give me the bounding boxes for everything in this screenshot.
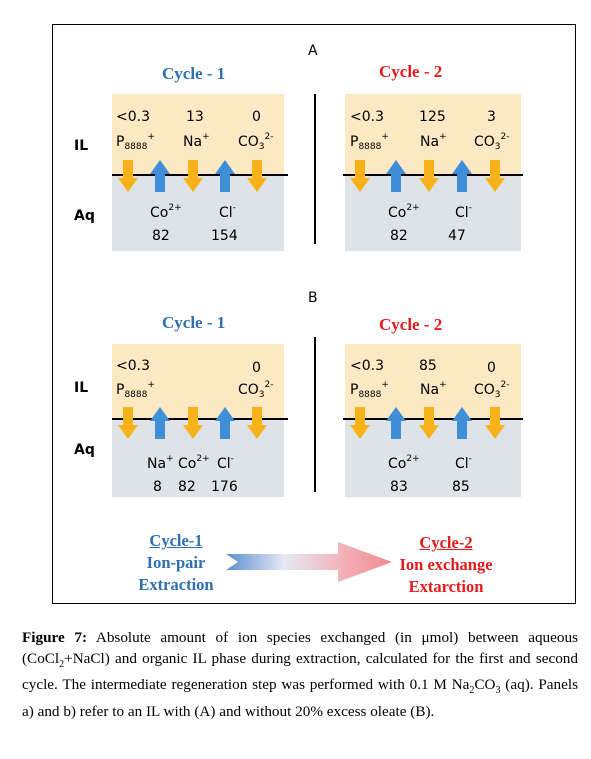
value-na-b1: 8 — [153, 479, 162, 495]
arrow-down-icon — [350, 160, 370, 192]
arrow-up-icon — [215, 160, 235, 192]
value-cl-b2: 85 — [452, 479, 470, 495]
species-co-b1: Co2+ — [178, 454, 210, 472]
row-label-aq-a: Aq — [74, 208, 95, 224]
panel-a-cycle1-title: Cycle - 1 — [162, 64, 226, 83]
value-co3-a2: 3 — [487, 109, 496, 125]
legend-cycle1-title: Cycle-1 — [149, 531, 203, 550]
species-co3-a1: CO32- — [238, 132, 274, 152]
species-p-b2: P8888+ — [350, 380, 389, 400]
arrow-up-icon — [452, 407, 472, 439]
value-co-b2: 83 — [390, 479, 408, 495]
value-co-b1: 82 — [178, 479, 196, 495]
arrow-down-icon — [118, 407, 138, 439]
arrow-down-icon — [247, 407, 267, 439]
il-phase-b2 — [345, 344, 521, 419]
species-na-a1: Na+ — [183, 132, 210, 150]
species-cl-a1: Cl- — [219, 203, 236, 221]
arrow-up-icon — [150, 407, 170, 439]
arrow-down-icon — [485, 407, 505, 439]
arrow-down-icon — [419, 160, 439, 192]
arrow-up-icon — [386, 407, 406, 439]
arrow-down-icon — [247, 160, 267, 192]
panel-label-b: B — [308, 290, 318, 306]
arrow-up-icon — [452, 160, 472, 192]
value-p-b1: <0.3 — [116, 358, 150, 374]
row-label-il-a: IL — [74, 138, 89, 154]
arrow-up-icon — [150, 160, 170, 192]
species-na-b1: Na+ — [147, 454, 174, 472]
value-cl-a2: 47 — [448, 228, 466, 244]
row-label-il-b: IL — [74, 380, 89, 396]
species-na-a2: Na+ — [420, 132, 447, 150]
legend-cycle1: Cycle-1 Ion-pair Extraction — [118, 530, 234, 596]
species-p-a2: P8888+ — [350, 132, 389, 152]
value-na-b2: 85 — [419, 358, 437, 374]
arrow-down-icon — [485, 160, 505, 192]
panel-a-cycle2-title: Cycle - 2 — [379, 62, 443, 81]
species-co-b2: Co2+ — [388, 454, 420, 472]
separator-b — [314, 337, 316, 492]
value-co3-b2: 0 — [487, 360, 496, 376]
species-cl-a2: Cl- — [455, 203, 472, 221]
legend-cycle2-line1: Ion exchange — [399, 555, 493, 574]
species-co-a1: Co2+ — [150, 203, 182, 221]
panel-b-cycle1-title: Cycle - 1 — [162, 313, 226, 332]
species-p-a1: P8888+ — [116, 132, 155, 152]
figure-frame — [52, 24, 576, 604]
arrow-up-icon — [386, 160, 406, 192]
arrow-up-icon — [215, 407, 235, 439]
legend-cycle2-title: Cycle-2 — [419, 533, 473, 552]
species-cl-b2: Cl- — [455, 454, 472, 472]
value-co3-b1: 0 — [252, 360, 261, 376]
caption-label: Figure 7: — [22, 629, 88, 646]
species-co3-b1: CO32- — [238, 380, 274, 400]
value-co-a2: 82 — [390, 228, 408, 244]
legend-cycle2: Cycle-2 Ion exchange Extarction — [376, 532, 516, 598]
species-co3-a2: CO32- — [474, 132, 510, 152]
il-phase-b1 — [112, 344, 284, 419]
legend-cycle1-line1: Ion-pair — [146, 553, 206, 572]
value-na-a2: 125 — [419, 109, 446, 125]
legend-cycle2-line2: Extarction — [408, 577, 484, 596]
arrow-down-icon — [183, 160, 203, 192]
value-p-b2: <0.3 — [350, 358, 384, 374]
interface-line-a1 — [112, 174, 288, 176]
value-p-a2: <0.3 — [350, 109, 384, 125]
species-co-a2: Co2+ — [388, 203, 420, 221]
process-arrow-icon — [226, 542, 392, 582]
arrow-down-icon — [350, 407, 370, 439]
species-co3-b2: CO32- — [474, 380, 510, 400]
figure-caption: Figure 7: Absolute amount of ion species… — [22, 629, 578, 720]
value-na-a1: 13 — [186, 109, 204, 125]
value-cl-a1: 154 — [211, 228, 238, 244]
row-label-aq-b: Aq — [74, 442, 95, 458]
interface-line-b1 — [112, 418, 288, 420]
aq-phase-a2 — [345, 175, 521, 251]
arrow-down-icon — [118, 160, 138, 192]
species-na-b2: Na+ — [420, 380, 447, 398]
panel-b-cycle2-title: Cycle - 2 — [379, 315, 443, 334]
species-p-b1: P8888+ — [116, 380, 155, 400]
arrow-down-icon — [419, 407, 439, 439]
value-co3-a1: 0 — [252, 109, 261, 125]
value-p-a1: <0.3 — [116, 109, 150, 125]
value-co-a1: 82 — [152, 228, 170, 244]
legend-cycle1-line2: Extraction — [138, 575, 214, 594]
panel-label-a: A — [308, 43, 318, 59]
species-cl-b1: Cl- — [217, 454, 234, 472]
value-cl-b1: 176 — [211, 479, 238, 495]
separator-a — [314, 94, 316, 244]
arrow-down-icon — [183, 407, 203, 439]
